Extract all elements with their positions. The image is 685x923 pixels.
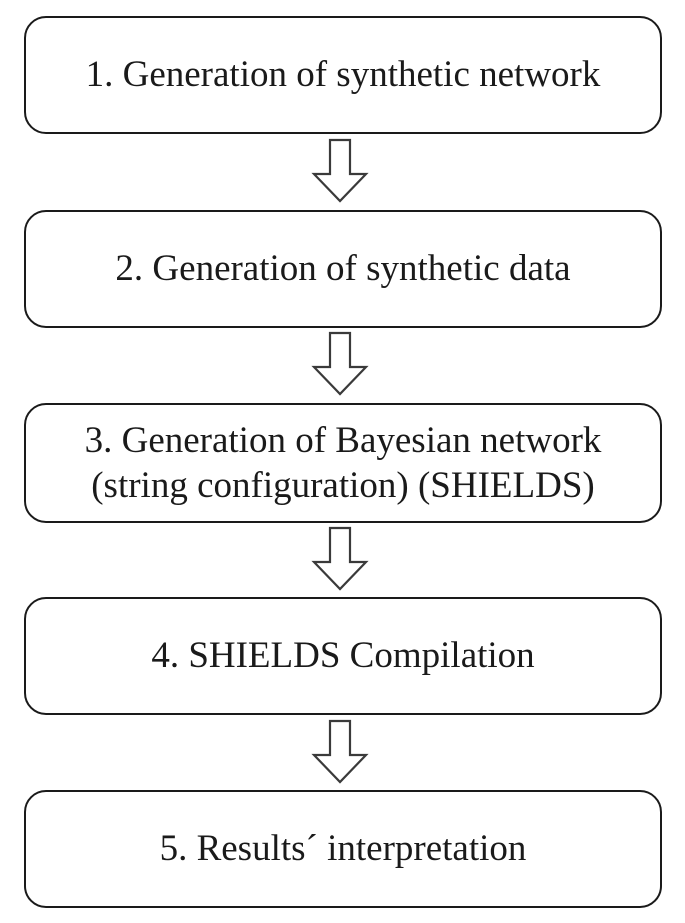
step-3-box: 3. Generation of Bayesian network (strin… [24,403,662,523]
down-arrow-icon [311,331,369,396]
down-arrow-icon [311,719,369,784]
step-5-label: 5. Results´ interpretation [159,828,527,870]
step-5-box: 5. Results´ interpretation [24,790,662,908]
down-arrow-icon [311,526,369,591]
step-2-label: 2. Generation of synthetic data [115,248,571,290]
step-4-box: 4. SHIELDS Compilation [24,597,662,715]
step-3-label-line-2: (string configuration) (SHIELDS) [91,465,595,506]
step-2-box: 2. Generation of synthetic data [24,210,662,328]
step-3-label-line-1: 3. Generation of Bayesian network [84,419,602,461]
down-arrow-icon [311,138,369,203]
step-4-label: 4. SHIELDS Compilation [151,635,535,677]
step-1-label: 1. Generation of synthetic network [85,54,601,96]
step-1-box: 1. Generation of synthetic network [24,16,662,134]
